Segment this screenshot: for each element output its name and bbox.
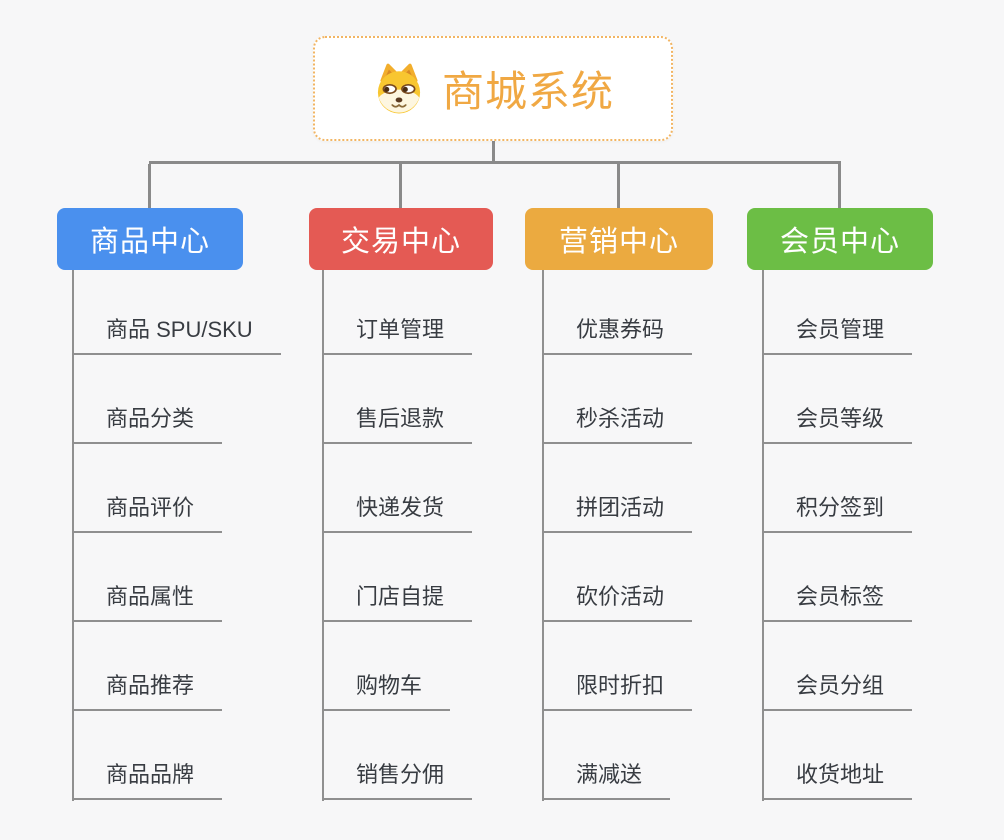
- leaf-node[interactable]: 会员管理: [762, 315, 913, 355]
- leaf-node[interactable]: 限时折扣: [542, 671, 693, 711]
- dog-face-icon: [377, 63, 421, 113]
- leaf-node[interactable]: 售后退款: [322, 404, 473, 444]
- leaf-node[interactable]: 会员等级: [762, 404, 913, 444]
- leaf-node[interactable]: 购物车: [322, 671, 451, 711]
- leaf-node[interactable]: 订单管理: [322, 315, 473, 355]
- branch-connector-stub-2: [399, 164, 402, 209]
- leaf-node[interactable]: 销售分佣: [322, 760, 473, 800]
- column-spine-2: [322, 270, 324, 801]
- branch-connector-stub-1: [148, 164, 151, 209]
- branch-label: 商品中心: [89, 226, 210, 258]
- branch-node-member[interactable]: 会员中心: [747, 208, 933, 270]
- leaf-node[interactable]: 快递发货: [322, 493, 473, 533]
- column-spine-1: [72, 270, 74, 801]
- leaf-node[interactable]: 积分签到: [762, 493, 913, 533]
- leaf-node[interactable]: 商品推荐: [72, 671, 223, 711]
- branch-connector-stub-3: [617, 164, 620, 209]
- column-spine-4: [762, 270, 764, 801]
- leaf-node[interactable]: 会员分组: [762, 671, 913, 711]
- root-node[interactable]: 商城系统: [313, 36, 673, 141]
- leaf-node[interactable]: 商品 SPU/SKU: [72, 315, 281, 355]
- root-connector-stub: [492, 141, 495, 163]
- leaf-node[interactable]: 商品分类: [72, 404, 223, 444]
- leaf-node[interactable]: 会员标签: [762, 582, 913, 622]
- leaf-node[interactable]: 商品评价: [72, 493, 223, 533]
- branch-label: 营销中心: [558, 226, 679, 258]
- branch-node-trade[interactable]: 交易中心: [309, 208, 493, 270]
- leaf-node[interactable]: 砍价活动: [542, 582, 693, 622]
- column-spine-3: [542, 270, 544, 801]
- leaf-node[interactable]: 满减送: [542, 760, 671, 800]
- leaf-node[interactable]: 秒杀活动: [542, 404, 693, 444]
- leaf-node[interactable]: 收货地址: [762, 760, 913, 800]
- leaf-node[interactable]: 商品品牌: [72, 760, 223, 800]
- branch-label: 会员中心: [779, 226, 900, 258]
- leaf-node[interactable]: 拼团活动: [542, 493, 693, 533]
- leaf-node[interactable]: 门店自提: [322, 582, 473, 622]
- branch-label: 交易中心: [340, 226, 461, 258]
- branch-node-marketing[interactable]: 营销中心: [525, 208, 713, 270]
- branch-node-product[interactable]: 商品中心: [57, 208, 243, 270]
- leaf-node[interactable]: 商品属性: [72, 582, 223, 622]
- leaf-node[interactable]: 优惠券码: [542, 315, 693, 355]
- branch-connector-horizontal: [149, 161, 841, 164]
- branch-connector-stub-4: [838, 164, 841, 209]
- root-title: 商城系统: [441, 68, 614, 115]
